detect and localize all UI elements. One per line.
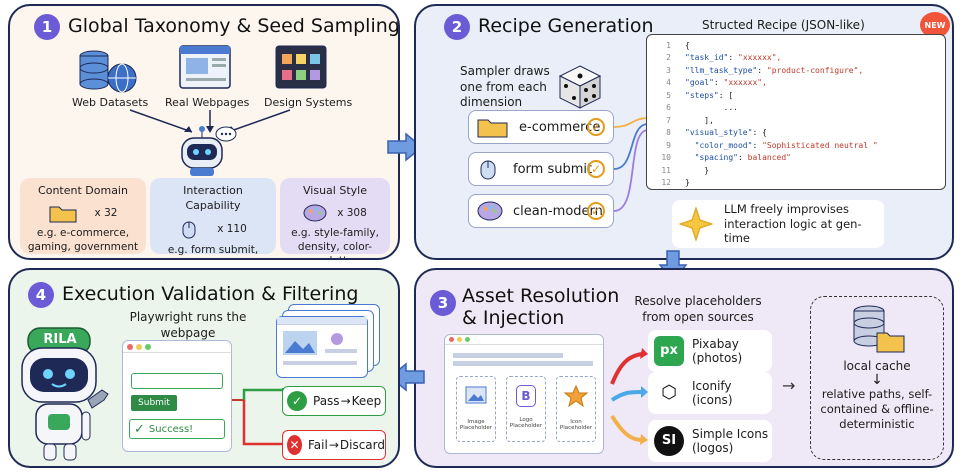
panel-title-asset: Asset Resolution & Injection	[462, 285, 620, 329]
logo-b-icon: B	[516, 385, 536, 407]
mouse-icon	[182, 221, 196, 239]
cache-database-icon	[853, 305, 905, 353]
recipe-title: Structed Recipe (JSON-like)	[702, 18, 865, 32]
image-icon	[465, 386, 487, 404]
step-number-3: 3	[430, 290, 456, 316]
fail-discard-badge: ✕ Fail→Discard	[282, 430, 386, 460]
dimension-label: form submit	[513, 161, 593, 177]
source-iconify: ⬡ Iconify(icons)	[648, 372, 772, 414]
arrow-right-small-icon: →	[340, 394, 351, 408]
panel-title-execution: Execution Validation & Filtering	[62, 283, 359, 305]
llm-note-text: LLM freely improvises interaction logic …	[724, 201, 862, 246]
mouse-icon	[480, 160, 496, 180]
step-number-2: 2	[444, 14, 470, 40]
dimension-label: e-commerce	[519, 119, 601, 135]
cache-box: local cache ↓ relative paths, self-conta…	[810, 296, 944, 460]
card-visual-style: Visual Style x 308 e.g. style-family, de…	[280, 178, 390, 258]
card-title: Content Domain	[38, 184, 128, 197]
dimension-label: clean-modern	[513, 203, 603, 219]
new-badge: NEW	[920, 12, 950, 38]
cache-label: local cache	[843, 359, 911, 373]
sparkle-icon	[678, 206, 714, 242]
dimension-card-interaction: form submit ✓	[468, 152, 614, 186]
pixabay-logo-icon: px	[654, 336, 684, 366]
card-example: e.g. form submit, filter, toggle	[167, 243, 259, 258]
arrow-down-small-icon: ↓	[871, 372, 883, 388]
robot-icon	[181, 126, 237, 176]
source-pixabay: px Pixabay(photos)	[648, 330, 772, 372]
check-circle-icon: ✓	[587, 160, 605, 178]
source-design-systems: Design Systems	[264, 96, 353, 109]
panel-title-taxonomy: Global Taxonomy & Seed Sampling	[68, 15, 400, 37]
card-example: e.g. e-commerce, gaming, government	[27, 226, 139, 254]
recipe-code-block: 1{ 2 "task_id": "xxxxxx", 3 "llm_task_ty…	[646, 34, 946, 190]
test-input-field[interactable]	[131, 373, 223, 389]
folder-icon	[49, 206, 77, 223]
panel-taxonomy: 1 Global Taxonomy & Seed Sampling Web Da…	[8, 4, 400, 260]
step-number-1: 1	[34, 14, 60, 40]
check-circle-icon: ✓	[287, 391, 307, 411]
image-placeholder: Image Placeholder	[456, 376, 496, 442]
llm-note: LLM freely improvises interaction logic …	[672, 200, 884, 248]
arrow-right-small-icon: →	[782, 376, 796, 395]
card-interaction-capability: Interaction Capability x 110 e.g. form s…	[150, 178, 276, 258]
panel-title-recipe: Recipe Generation	[478, 15, 654, 37]
fan-arrows-icon	[610, 348, 648, 445]
dice-icon	[558, 65, 602, 109]
connector-curves	[614, 117, 649, 212]
card-content-domain: Content Domain x 32 e.g. e-commerce, gam…	[20, 178, 146, 254]
card-title: Visual Style	[303, 184, 367, 197]
paint-palette-icon	[477, 201, 503, 221]
x-circle-icon: ✕	[287, 435, 302, 455]
step-number-4: 4	[28, 282, 54, 308]
success-message: ✓ Success!	[129, 419, 225, 439]
iconify-logo-icon: ⬡	[654, 378, 684, 408]
stacked-page-front	[276, 316, 368, 378]
source-real-webpages: Real Webpages	[165, 96, 250, 109]
folder-icon	[477, 119, 508, 138]
card-example: e.g. style-family, density, color-palett…	[291, 226, 379, 258]
submit-button[interactable]: Submit	[131, 395, 177, 411]
arrow-right-small-icon: →	[328, 438, 339, 452]
card-title: Interaction Capability	[183, 184, 243, 212]
card-count: x 32	[94, 206, 118, 219]
dimension-card-domain: e-commerce ✓	[468, 110, 614, 144]
robot-label: RILA	[43, 332, 77, 347]
test-browser: Submit ✓ Success!	[122, 340, 232, 452]
dimension-card-style: clean-modern ✓	[468, 194, 614, 228]
check-circle-icon: ✓	[587, 202, 605, 220]
source-web-datasets: Web Datasets	[72, 96, 149, 109]
card-count: x 308	[337, 206, 367, 219]
pass-keep-badge: ✓ Pass→Keep	[282, 386, 386, 416]
star-icon	[563, 384, 589, 408]
check-circle-icon: ✓	[587, 118, 605, 136]
checkmark-icon: ✓	[134, 421, 145, 437]
webpage-preview-icon	[283, 331, 357, 365]
icon-placeholder: Icon Placeholder	[556, 376, 596, 442]
logo-placeholder: B Logo Placeholder	[506, 376, 546, 442]
sampler-text: Sampler draws one from each dimension	[460, 64, 550, 110]
playwright-text: Playwright runs the webpage	[129, 310, 247, 340]
source-simple-icons: SI Simple Icons(logos)	[648, 420, 772, 462]
resolve-text: Resolve placeholders from open sources	[634, 294, 762, 324]
card-count: x 110	[217, 222, 247, 235]
cache-result: relative paths, self-contained & offline…	[820, 387, 934, 431]
paint-palette-icon	[303, 204, 327, 222]
database-globe-icon	[79, 50, 137, 93]
palette-grid-icon	[275, 45, 327, 89]
webpage-icon	[179, 45, 231, 89]
robot-rila-icon	[21, 327, 109, 461]
simple-icons-logo-icon: SI	[654, 426, 684, 456]
